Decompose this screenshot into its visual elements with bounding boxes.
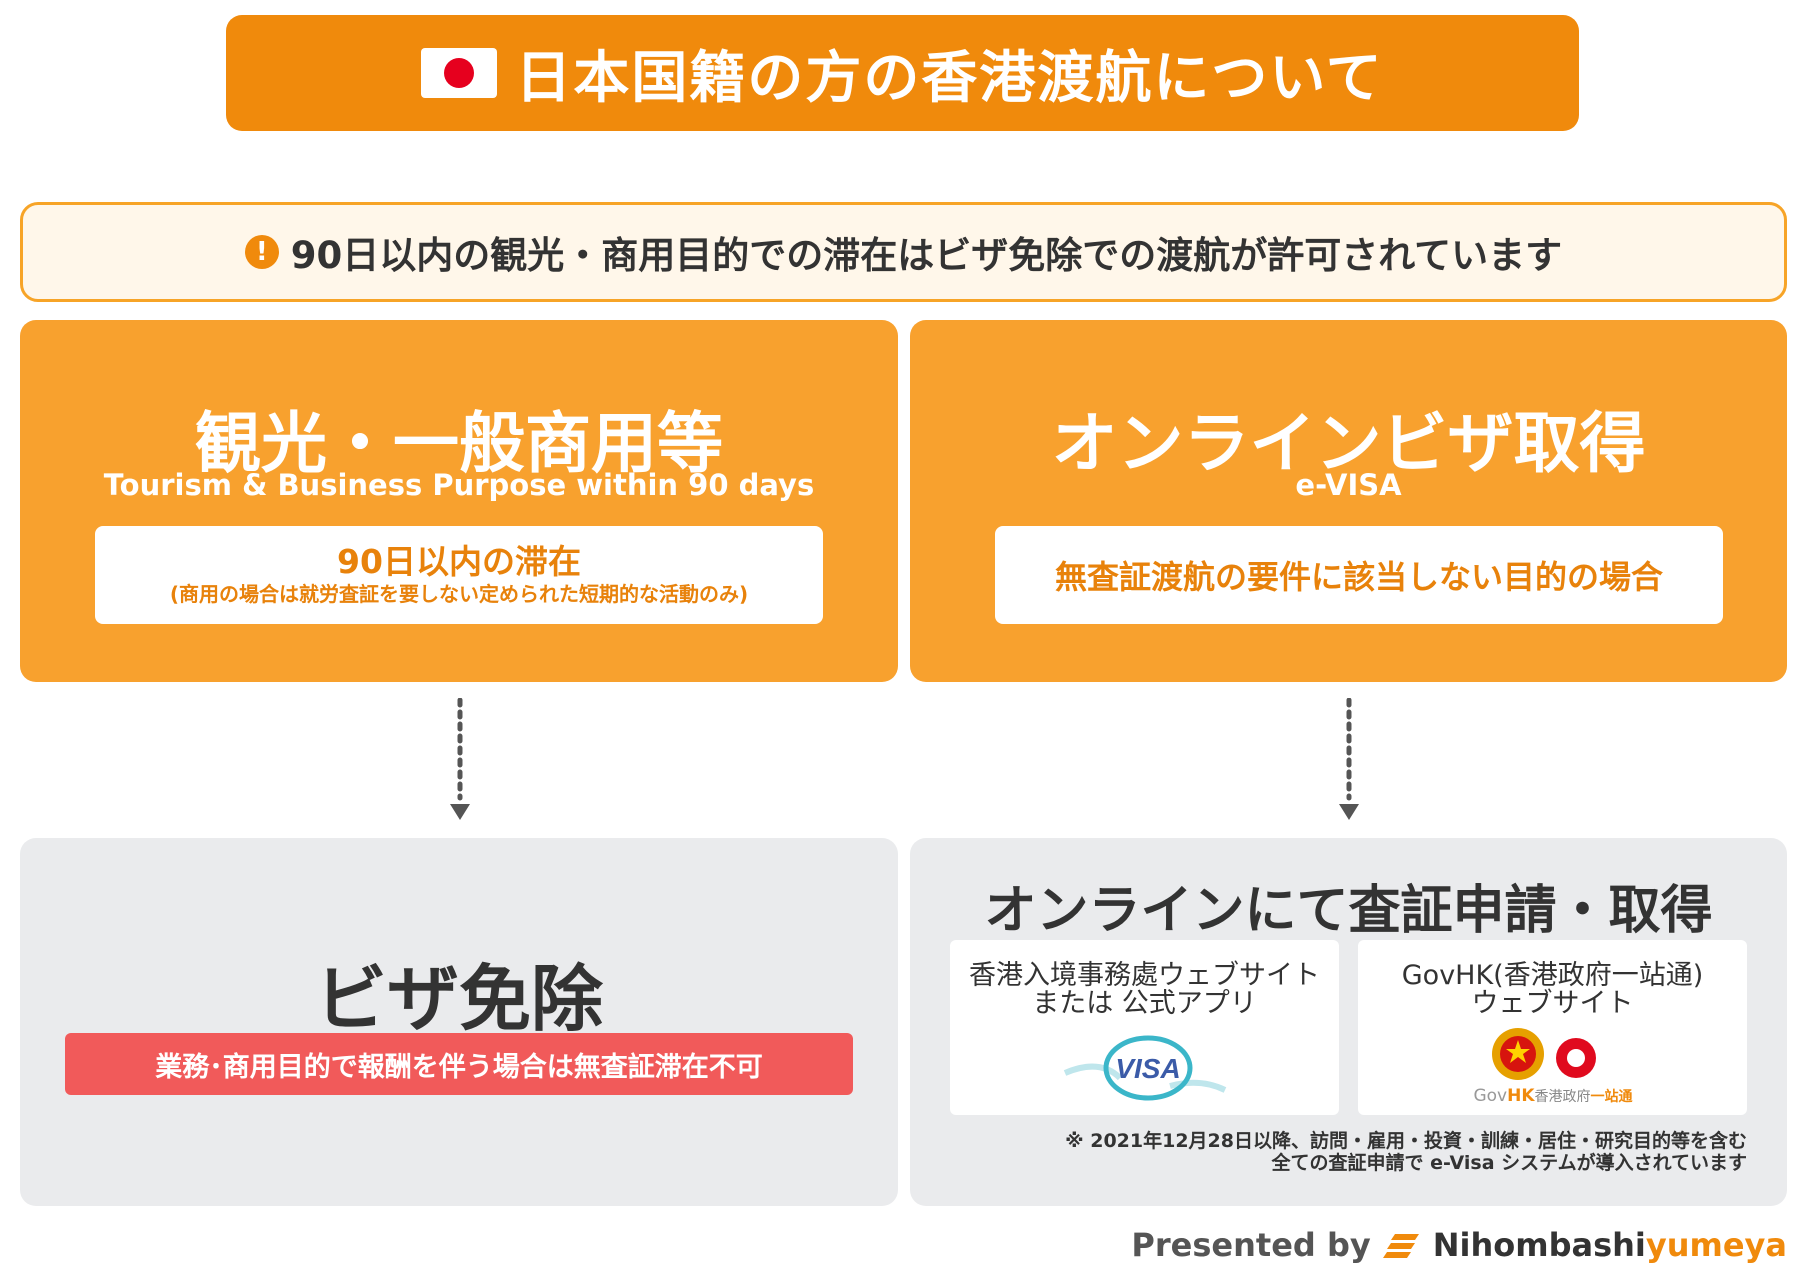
govhk-website-box[interactable]: GovHK(香港政府一站通) ウェブサイト GovHK香港政府一站通 — [1358, 940, 1747, 1115]
tourism-business-subtitle: Tourism & Business Purpose within 90 day… — [103, 468, 815, 502]
tourism-business-card: 観光・一般商用等 Tourism & Business Purpose with… — [20, 320, 898, 682]
govhk-logo-icon: GovHK香港政府一站通 — [1458, 1026, 1648, 1106]
dotted-arrow-down-icon — [1339, 698, 1359, 820]
online-visa-card: オンラインビザ取得 e-VISA 無査証渡航の要件に該当しない目的の場合 — [910, 320, 1787, 682]
immigration-department-website-box[interactable]: 香港入境事務處ウェブサイト または 公式アプリ VISA — [950, 940, 1339, 1115]
evisa-logo-icon: VISA — [1063, 1035, 1227, 1101]
brand-name-part2: yumeya — [1645, 1226, 1787, 1264]
non-exempt-purpose-text: 無査証渡航の要件に該当しない目的の場合 — [1054, 558, 1663, 596]
govhk-box-line2: ウェブサイト — [1471, 988, 1634, 1019]
online-visa-subtitle: e-VISA — [1295, 468, 1402, 502]
evisa-note-line1: ※ 2021年12月28日以降、訪問・雇用・投資・訓練・居住・研究目的等を含む — [1065, 1130, 1747, 1152]
evisa-system-note: ※ 2021年12月28日以降、訪問・雇用・投資・訓練・居住・研究目的等を含む … — [1065, 1130, 1747, 1174]
page-header: 日本国籍の方の香港渡航について — [226, 15, 1579, 131]
exclamation-circle-icon: ! — [244, 235, 279, 269]
page-title: 日本国籍の方の香港渡航について — [515, 45, 1384, 111]
online-application-card: オンラインにて査証申請・取得 香港入境事務處ウェブサイト または 公式アプリ V… — [910, 838, 1787, 1206]
notice-text: 90日以内の観光・商用目的での滞在はビザ免除での渡航が許可されています — [290, 234, 1563, 277]
govhk-logo-gov: Gov — [1473, 1086, 1508, 1106]
online-application-title: オンラインにて査証申請・取得 — [984, 881, 1713, 941]
govhk-logo-yizhan: 一站通 — [1590, 1089, 1633, 1105]
govhk-box-line1: GovHK(香港政府一站通) — [1401, 960, 1704, 991]
emblems-icon — [1492, 1028, 1596, 1080]
visa-exemption-title: ビザ免除 — [314, 957, 603, 1041]
visa-exemption-notice: ! 90日以内の観光・商用目的での滞在はビザ免除での渡航が許可されています — [20, 202, 1787, 302]
govhk-box-title: GovHK(香港政府一站通) ウェブサイト — [1358, 962, 1747, 1018]
stay-duration-box: 90日以内の滞在 (商用の場合は就労査証を要しない定められた短期的な活動のみ) — [95, 526, 823, 624]
nihombashiyumeya-logo-icon — [1382, 1234, 1419, 1258]
brand-name-part1: Nihombashi — [1432, 1226, 1646, 1264]
business-activity-note: (商用の場合は就労査証を要しない定められた短期的な活動のみ) — [169, 582, 749, 606]
non-exempt-purpose-box: 無査証渡航の要件に該当しない目的の場合 — [995, 526, 1723, 624]
immigration-box-title: 香港入境事務處ウェブサイト または 公式アプリ — [950, 962, 1339, 1018]
dotted-arrow-down-icon — [450, 698, 470, 820]
online-visa-title: オンラインビザ取得 — [1051, 405, 1646, 482]
paid-work-warning-badge: 業務･商用目的で報酬を伴う場合は無査証滞在不可 — [65, 1033, 853, 1095]
immigration-box-line2: または 公式アプリ — [1032, 988, 1257, 1019]
govhk-logo-hk: HK — [1507, 1086, 1535, 1106]
paid-work-warning-text: 業務･商用目的で報酬を伴う場合は無査証滞在不可 — [155, 1051, 763, 1083]
govhk-logo-text: GovHK香港政府一站通 — [1458, 1086, 1648, 1106]
evisa-note-line2: 全ての査証申請で e-Visa システムが導入されています — [1271, 1152, 1748, 1174]
visa-exemption-card: ビザ免除 業務･商用目的で報酬を伴う場合は無査証滞在不可 — [20, 838, 898, 1206]
japan-flag-icon — [421, 48, 498, 98]
stay-duration-text: 90日以内の滞在 — [337, 542, 581, 581]
evisa-logo-text: VISA — [1115, 1053, 1180, 1084]
govhk-logo-chinese: 香港政府 — [1534, 1089, 1591, 1105]
immigration-box-line1: 香港入境事務處ウェブサイト — [969, 960, 1320, 991]
tourism-business-title: 観光・一般商用等 — [195, 405, 723, 482]
presented-by-text: Presented by — [1131, 1226, 1371, 1264]
